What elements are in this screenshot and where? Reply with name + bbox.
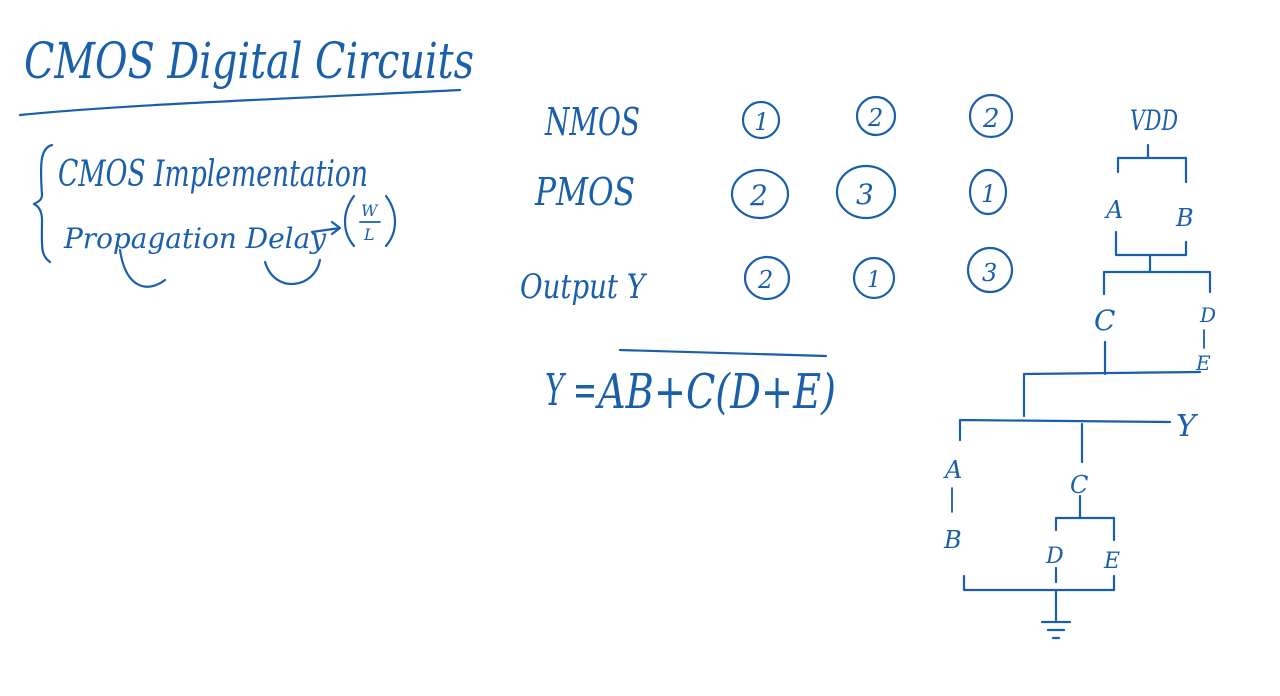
cmos-schematic: VDD A B C D E Y A B C D E [943, 104, 1216, 640]
pullup-label-b: B [1175, 204, 1194, 232]
equation-lhs: Y = [545, 365, 597, 416]
pulldown-label-c: C [1070, 471, 1088, 499]
page-title: CMOS Digital Circuits [24, 32, 474, 90]
cell-value: 3 [982, 259, 997, 287]
ratio-left-paren [343, 194, 356, 248]
pullup-wires [958, 143, 1212, 464]
title-underline [18, 88, 462, 117]
complement-bar [618, 348, 828, 358]
output-label-y: Y [1176, 409, 1199, 444]
output-values: 2 1 3 [743, 246, 1014, 301]
equation-rhs: AB+C(D+E) [595, 364, 836, 420]
nmos-values: 1 2 2 [741, 93, 1014, 140]
cell-value: 2 [982, 104, 1000, 134]
pulldown-label-a: A [943, 456, 962, 484]
cell-value: 1 [981, 180, 996, 208]
cell-value: 2 [749, 179, 768, 212]
pullup-label-e: E [1195, 351, 1211, 375]
pulldown-wires [962, 494, 1116, 622]
topic-propagation-delay: Propagation Delay [63, 222, 327, 255]
row-label-output: Output Y [520, 267, 648, 307]
cell-value: 3 [856, 178, 874, 211]
delay-ratio: W L [343, 194, 397, 248]
pulldown-label-b: B [943, 526, 962, 554]
cell-value: 2 [757, 266, 773, 294]
row-label-nmos: NMOS [544, 100, 640, 144]
title-block: CMOS Digital Circuits [18, 32, 474, 117]
arrow-icon [310, 220, 342, 236]
vdd-label: VDD [1130, 104, 1178, 137]
underline-curve-left [118, 248, 167, 288]
ground-icon [1040, 620, 1072, 640]
pullup-label-d: D [1199, 303, 1216, 327]
ratio-right-paren [384, 194, 397, 248]
underline-curve-right [263, 258, 322, 286]
ratio-numerator: W [361, 201, 379, 220]
boolean-equation: Y = AB+C(D+E) [545, 348, 836, 420]
row-label-pmos: PMOS [534, 170, 635, 214]
cell-value: 1 [754, 108, 769, 136]
pullup-label-c: C [1094, 304, 1115, 337]
pmos-values: 2 3 1 [730, 164, 1008, 220]
topic-brace [32, 143, 54, 264]
pulldown-label-e: E [1103, 549, 1120, 574]
sizing-table: NMOS PMOS Output Y 1 2 2 2 3 1 2 1 3 [520, 93, 1014, 307]
topic-cmos-implementation: CMOS Implementation [58, 154, 368, 195]
cell-value: 1 [867, 268, 881, 293]
cell-value: 2 [867, 104, 883, 132]
ratio-denominator: L [363, 225, 375, 244]
pulldown-label-d: D [1045, 544, 1064, 569]
topics-block: CMOS Implementation Propagation Delay W … [32, 143, 397, 288]
pullup-label-a: A [1104, 196, 1123, 224]
